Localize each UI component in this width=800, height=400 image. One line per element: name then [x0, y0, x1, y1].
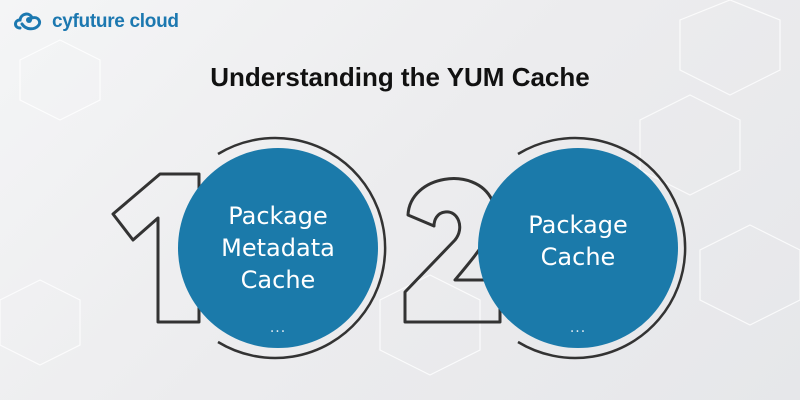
brand-name: cyfuture cloud [52, 11, 179, 32]
more-dots-icon[interactable]: ... [269, 320, 287, 336]
step-1-label-line: Package [228, 202, 328, 230]
step-1-metadata-cache[interactable]: Package Metadata Cache ... [178, 148, 378, 348]
page-title: Understanding the YUM Cache [210, 62, 590, 92]
brand-logo[interactable]: cyfuture cloud [14, 10, 179, 34]
numeral-one-outline [111, 172, 201, 324]
step-2-label-line: Package [528, 211, 628, 239]
cloud-logo-icon [14, 12, 42, 31]
outer-arc-two [517, 136, 687, 360]
step-1-label-line: Metadata [221, 234, 335, 262]
step-2-package-cache[interactable]: Package Cache ... [478, 148, 678, 348]
numeral-two-outline [403, 177, 502, 324]
step-2-label-line: Cache [540, 243, 616, 271]
step-1-label-line: Cache [240, 266, 316, 294]
more-dots-icon[interactable]: ... [569, 320, 587, 336]
outer-arc-one [217, 136, 387, 360]
